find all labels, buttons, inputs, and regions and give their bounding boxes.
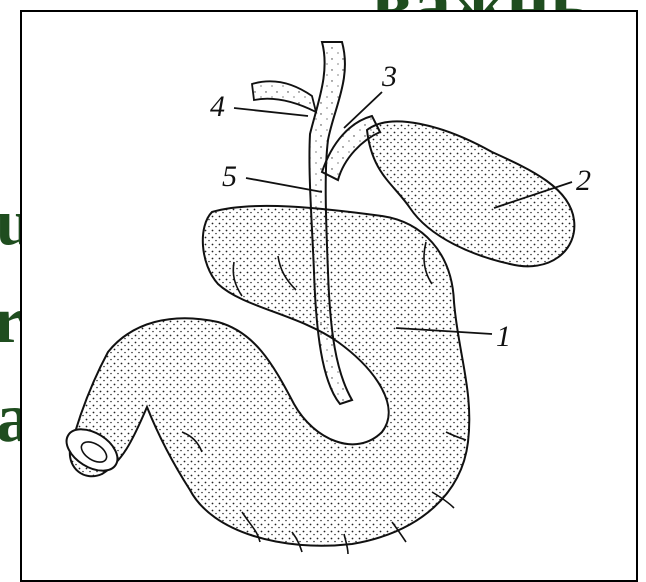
duodenum-shape — [70, 206, 470, 546]
hepatic-duct-branch — [252, 81, 316, 112]
label-5: 5 — [222, 160, 237, 193]
anatomy-illustration: 1 2 3 4 5 — [22, 12, 636, 580]
figure-panel: 1 2 3 4 5 — [20, 10, 638, 582]
label-4: 4 — [210, 90, 225, 123]
label-1: 1 — [496, 320, 511, 353]
label-2: 2 — [576, 164, 591, 197]
label-3: 3 — [381, 60, 397, 93]
